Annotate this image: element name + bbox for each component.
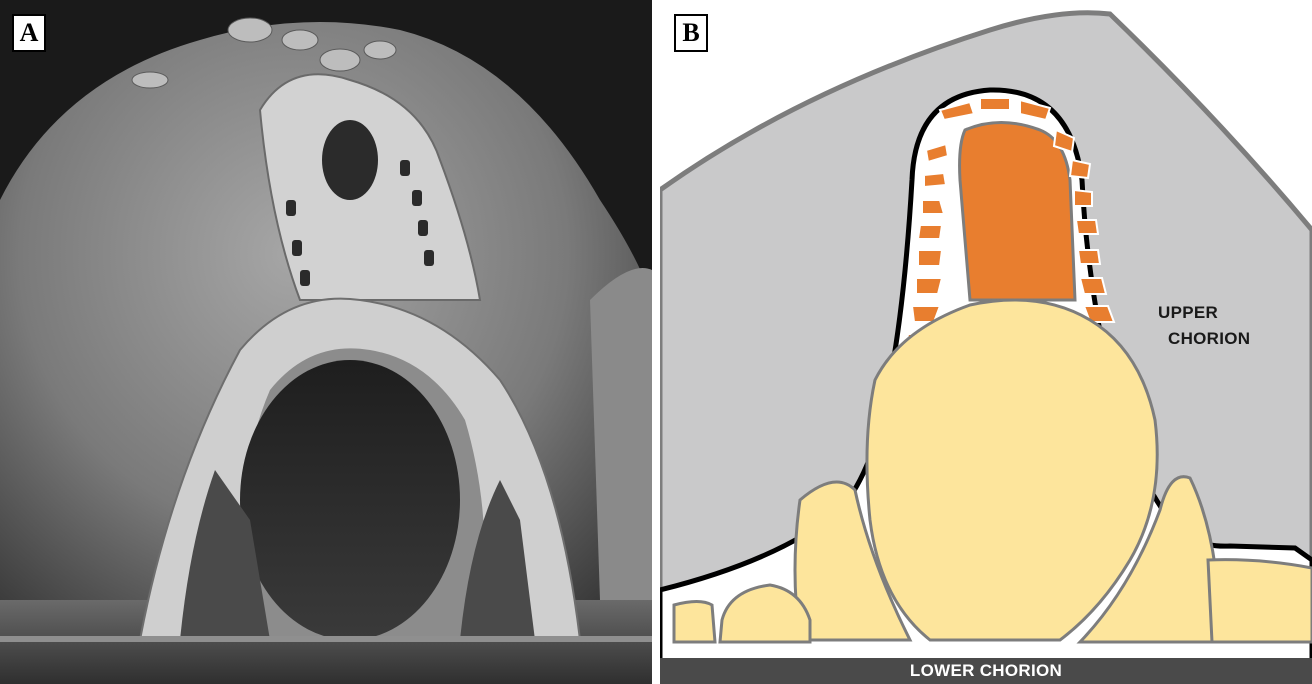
panel-a-letter: A: [12, 14, 46, 52]
upper-chorion-label-line1: UPPER: [1158, 300, 1250, 326]
upper-chorion-label: UPPER CHORION: [1158, 300, 1250, 352]
panel-b-diagram: B UPPER CHORION LOWER CHORION: [660, 0, 1312, 684]
upper-chorion-label-line2: CHORION: [1158, 326, 1250, 352]
orange-column: [960, 123, 1075, 301]
panel-a-micrograph: A: [0, 0, 652, 684]
sem-micrograph-image: [0, 0, 652, 684]
lower-chorion-label: LOWER CHORION: [660, 658, 1312, 684]
panel-b-letter: B: [674, 14, 708, 52]
